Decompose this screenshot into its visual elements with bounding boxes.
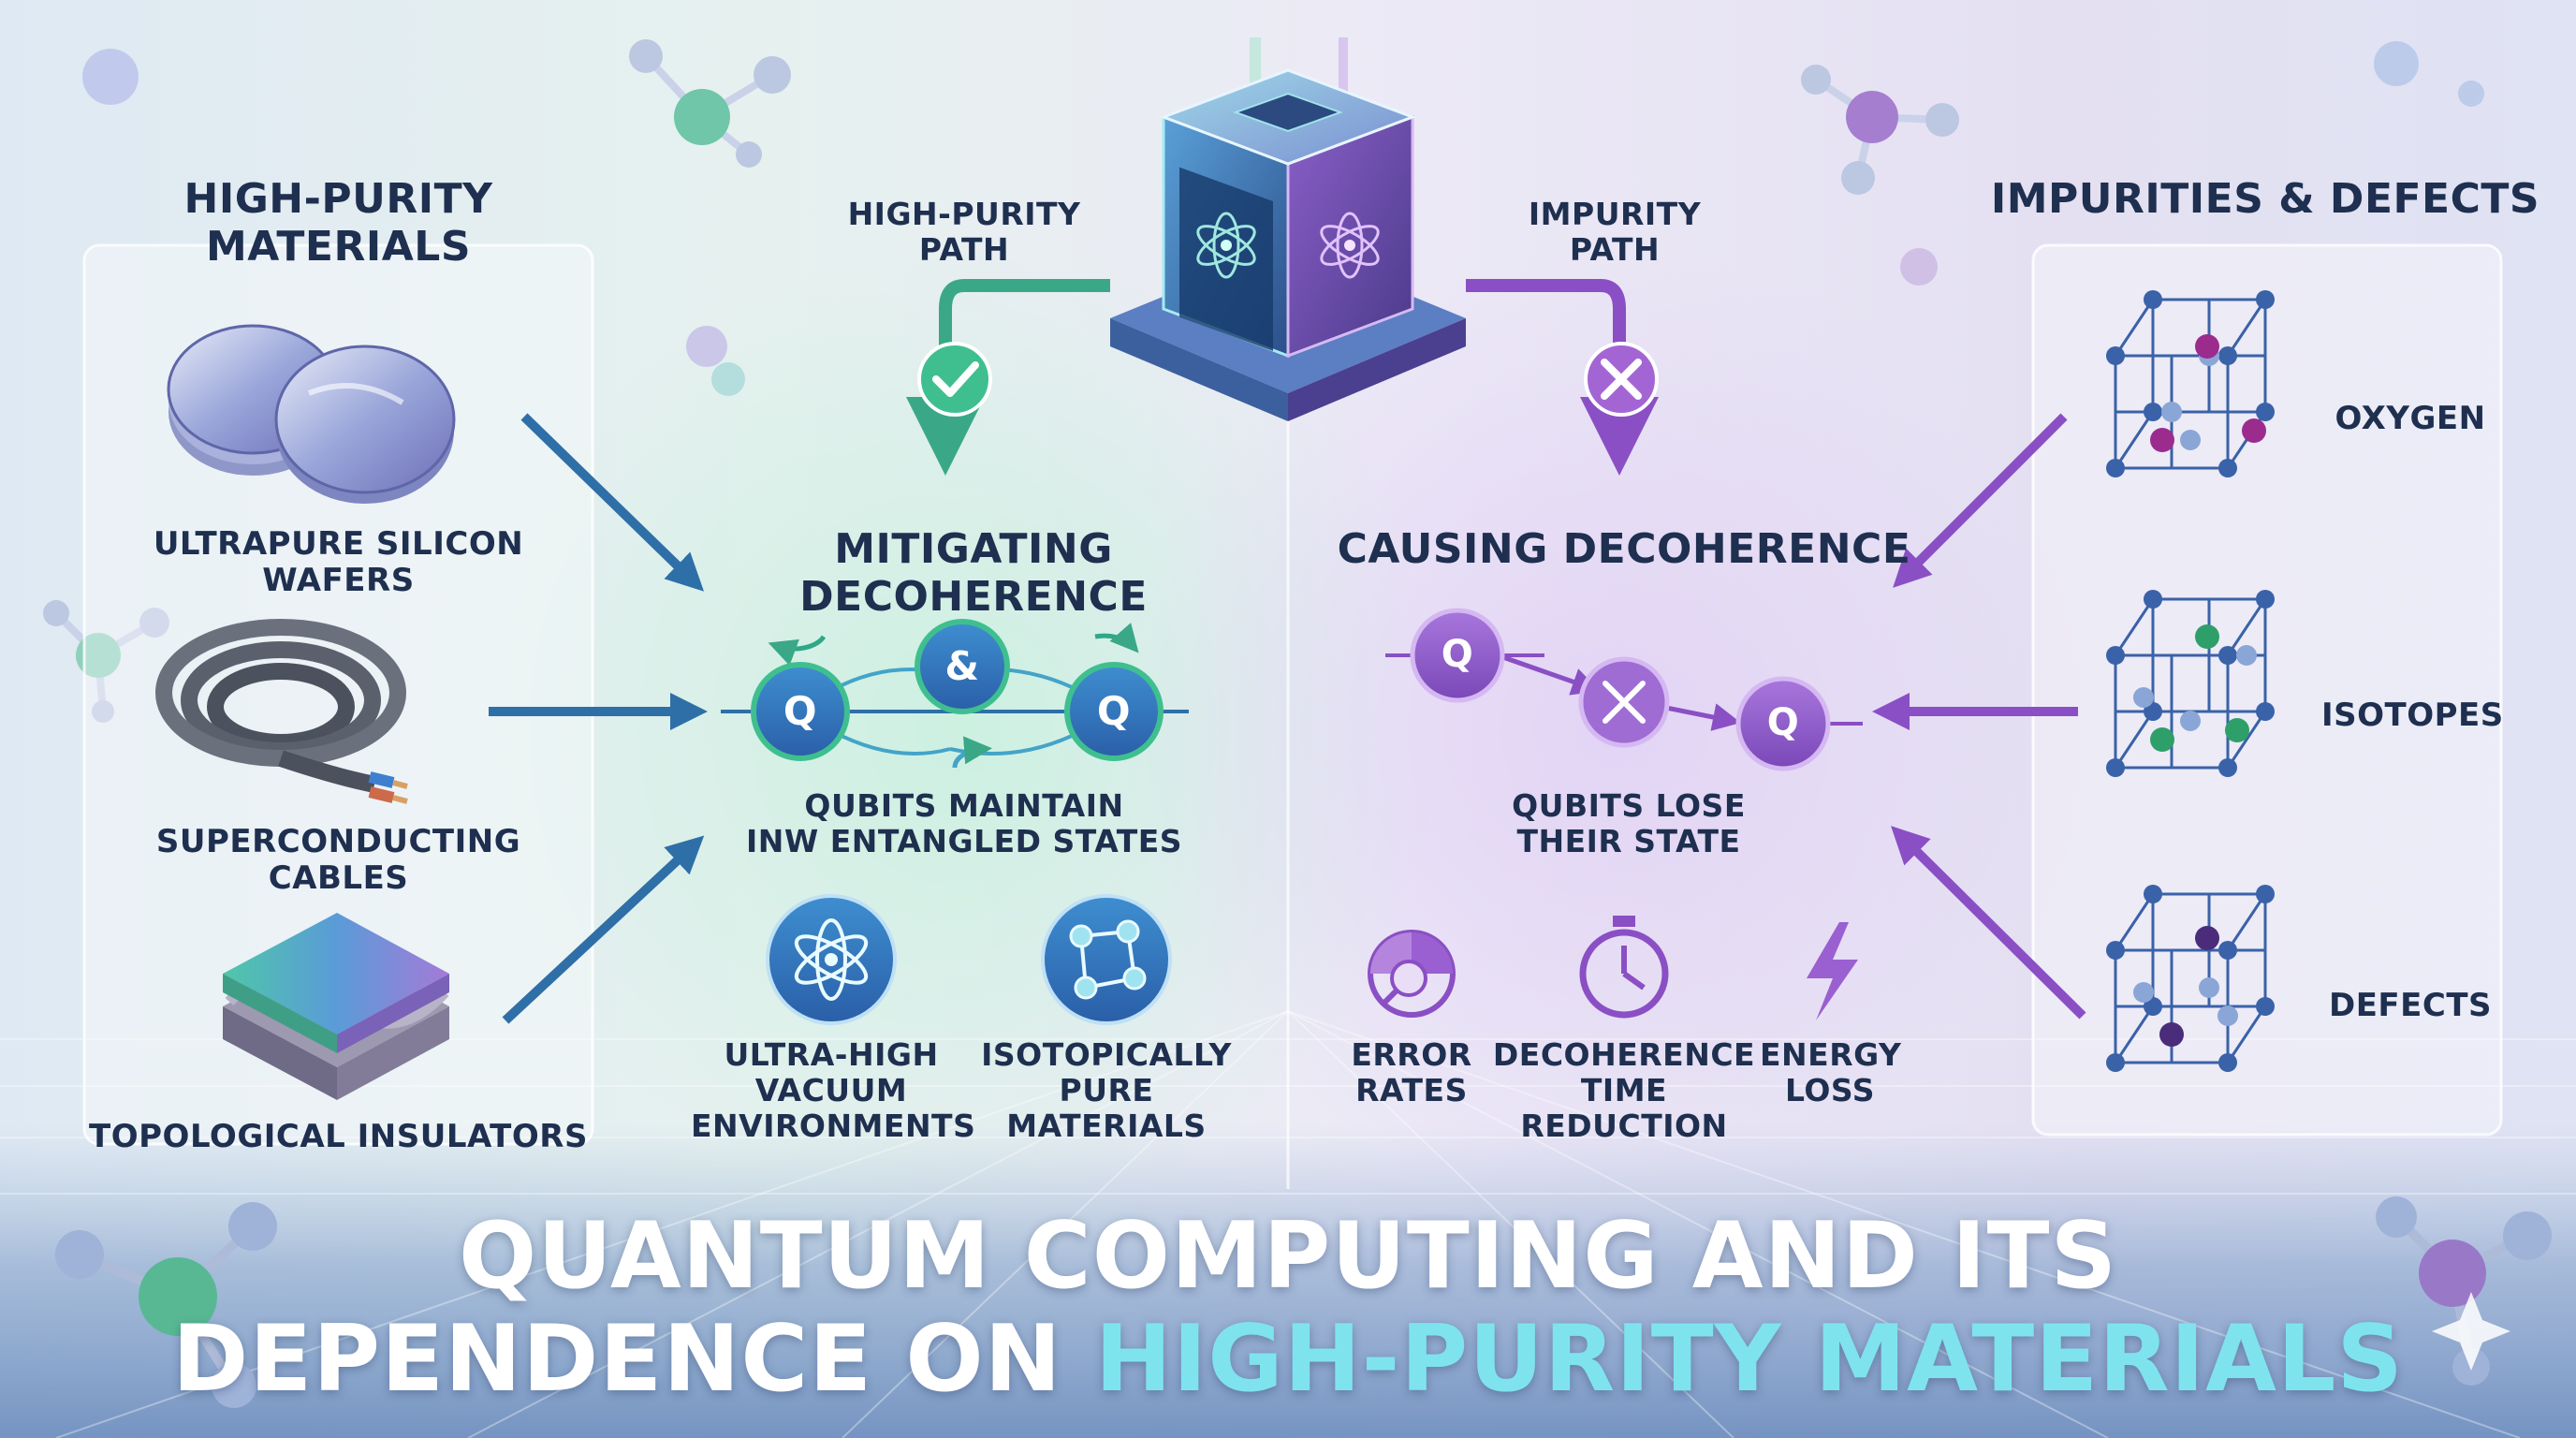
lattice-oxygen-icon: [2106, 290, 2275, 477]
effect-energy-line-1: ENERGY: [1760, 1036, 1902, 1073]
silicon-wafers-icon: [167, 324, 456, 504]
lattice-isotopes-icon: [2106, 590, 2275, 777]
causing-caption-line-2: THEIR STATE: [1516, 822, 1741, 859]
feature-isotopic-line-1: ISOTOPICALLY: [981, 1036, 1232, 1073]
material-label-silicon: ULTRAPURE SILICON WAFERS: [153, 525, 524, 600]
main-title-accent: HIGH-PURITY MATERIALS: [1094, 1306, 2405, 1413]
feature-vacuum-line-3: ENVIRONMENTS: [691, 1107, 976, 1144]
effect-error-line-1: ERROR: [1351, 1036, 1472, 1073]
effect-error-line-2: RATES: [1355, 1071, 1468, 1108]
effect-time-line-1: DECOHERENCE: [1492, 1036, 1756, 1073]
effect-energy-label: ENERGY LOSS: [1760, 1036, 1902, 1108]
input-arrows-right: [1871, 413, 2086, 1020]
effect-time-line-2: TIME REDUCTION: [1520, 1071, 1728, 1144]
causing-caption-line-1: QUBITS LOSE: [1512, 787, 1746, 824]
effect-energy-line-2: LOSS: [1785, 1071, 1875, 1108]
decor-molecule-top-left: [629, 39, 791, 168]
impurity-path-line-1: IMPURITY: [1528, 196, 1702, 232]
feature-vacuum-line-1: ULTRA-HIGH: [724, 1036, 939, 1073]
main-title-prefix: DEPENDENCE ON: [171, 1306, 1095, 1413]
stopwatch-icon: [1579, 916, 1669, 1019]
qubit-letter-left: Q: [783, 688, 818, 734]
molecule-network-icon: [1041, 894, 1172, 1025]
material-label-topological: TOPOLOGICAL INSULATORS: [89, 1118, 588, 1155]
decor-molecule-bottom-left: [55, 1202, 277, 1408]
effect-error-label: ERROR RATES: [1337, 1037, 1486, 1108]
causing-decoherence-title: CAUSING DECOHERENCE: [1337, 525, 1911, 573]
feature-isotopic-line-3: MATERIALS: [1006, 1107, 1207, 1144]
mitigating-caption: QUBITS MAINTAIN INW ENTANGLED STATES: [655, 788, 1273, 859]
error-gauge-icon: [1368, 930, 1456, 1018]
lightning-icon: [1807, 922, 1858, 1020]
impurity-path-arrow: [1466, 279, 1659, 476]
impurity-label-defects: DEFECTS: [2328, 987, 2493, 1024]
qubit-letter-right: Q: [1096, 688, 1132, 734]
lattice-defects-icon: [2106, 885, 2275, 1072]
qubit-letter-causing-left: Q: [1441, 633, 1474, 676]
impurity-path-line-2: PATH: [1569, 230, 1661, 268]
decohering-qubits-diagram: [1385, 608, 1863, 771]
feature-isotopic-line-2: PURE: [1059, 1071, 1154, 1108]
entangle-symbol: &: [944, 643, 980, 689]
effect-time-label: DECOHERENCE TIME REDUCTION: [1488, 1037, 1760, 1144]
main-title-line-2: DEPENDENCE ON HIGH-PURITY MATERIALS: [0, 1306, 2576, 1413]
quantum-processor-cube-icon: [1110, 37, 1466, 421]
causing-caption: QUBITS LOSE THEIR STATE: [1442, 788, 1816, 859]
right-column-header: IMPURITIES & DEFECTS: [1990, 175, 2540, 223]
decor-molecule-top-right: [1801, 65, 1959, 195]
impurity-path-label: IMPURITY PATH: [1474, 197, 1755, 268]
material-label-cables: SUPERCONDUCTING CABLES: [155, 823, 521, 898]
high-purity-path-line-2: PATH: [918, 230, 1010, 268]
feature-vacuum-label: ULTRA-HIGH VACUUM ENVIRONMENTS: [691, 1036, 976, 1144]
impurity-label-isotopes: ISOTOPES: [2321, 697, 2504, 734]
high-purity-path-label: HIGH-PURITY PATH: [824, 197, 1105, 268]
impurity-label-oxygen: OXYGEN: [2334, 400, 2486, 437]
high-purity-path-arrow: [906, 279, 1110, 476]
atom-icon: [766, 894, 897, 1025]
mitigating-caption-line-1: QUBITS MAINTAIN: [804, 787, 1124, 824]
decor-molecule-left: [43, 600, 169, 723]
cable-coil-icon: [155, 619, 408, 804]
qubit-letter-causing-right: Q: [1766, 701, 1800, 744]
high-purity-path-line-1: HIGH-PURITY: [847, 196, 1081, 232]
feature-isotopic-label: ISOTOPICALLY PURE MATERIALS: [966, 1037, 1247, 1144]
mitigating-decoherence-title: MITIGATING DECOHERENCE: [799, 525, 1148, 621]
input-arrows-left: [489, 413, 709, 1024]
entangled-qubits-diagram: [721, 619, 1189, 769]
main-title-line-1: QUANTUM COMPUTING AND ITS: [458, 1203, 2118, 1310]
topological-insulator-icon: [223, 913, 449, 1100]
feature-vacuum-line-2: VACUUM: [754, 1071, 908, 1108]
left-column-header: HIGH-PURITY MATERIALS: [183, 175, 493, 271]
mitigating-caption-line-2: INW ENTANGLED STATES: [745, 822, 1183, 859]
